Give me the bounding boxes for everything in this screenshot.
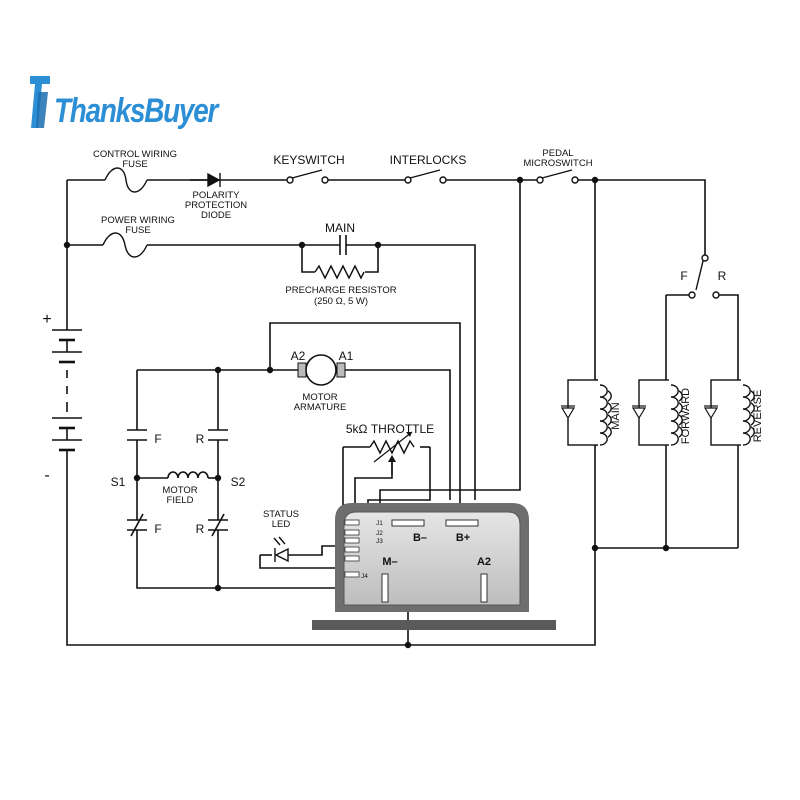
- label-r-bottom: R: [196, 522, 205, 536]
- brand-logo: ThanksBuyer: [28, 70, 253, 130]
- label-coil-main: MAIN: [610, 402, 622, 430]
- label-field-1: MOTOR: [162, 485, 197, 496]
- label-pedal-2: MICROSWITCH: [523, 158, 592, 169]
- label-led-2: LED: [272, 519, 291, 530]
- label-diode-2: PROTECTION: [185, 200, 247, 211]
- label-m-minus: M–: [382, 556, 397, 568]
- label-f-top: F: [154, 432, 161, 446]
- motor-field-coil-icon: [167, 471, 209, 479]
- label-b-minus: B–: [413, 532, 427, 544]
- label-a2-terminal: A2: [477, 556, 491, 568]
- label-s2: S2: [231, 475, 246, 489]
- label-j2: J2: [376, 530, 383, 537]
- coil-group: [560, 375, 755, 450]
- fuse-icon: [102, 167, 148, 258]
- label-j4: J4: [361, 573, 368, 580]
- diode-icon: [190, 172, 221, 188]
- label-keyswitch: KEYSWITCH: [273, 153, 344, 167]
- label-f-bottom: F: [154, 522, 161, 536]
- label-coil-forward: FORWARD: [680, 388, 692, 444]
- battery-icon: [52, 329, 82, 460]
- label-coil-reverse: REVERSE: [752, 390, 764, 443]
- throttle-potentiometer-icon: [369, 431, 415, 475]
- label-a2: A2: [291, 349, 306, 363]
- junctions: [63, 176, 670, 649]
- label-battery-plus: +: [42, 311, 51, 328]
- label-j1: J1: [376, 520, 383, 527]
- main-contactor-icon: [339, 235, 347, 255]
- logo-text: ThanksBuyer: [54, 92, 218, 130]
- label-fr-r: R: [718, 269, 727, 283]
- direction-contact-icon: [127, 429, 228, 537]
- label-interlocks: INTERLOCKS: [390, 153, 467, 167]
- resistor-icon: [314, 264, 365, 280]
- label-armature-2: ARMATURE: [294, 402, 347, 413]
- label-s1: S1: [111, 475, 126, 489]
- label-power-fuse-2: FUSE: [125, 225, 150, 236]
- label-b-plus: B+: [456, 532, 470, 544]
- switch-icon: [286, 169, 720, 299]
- label-throttle: 5kΩ THROTTLE: [346, 422, 434, 436]
- label-precharge-1: PRECHARGE RESISTOR: [285, 285, 396, 296]
- label-fr-f: F: [680, 269, 687, 283]
- label-diode-3: DIODE: [201, 210, 231, 221]
- label-a1: A1: [339, 349, 354, 363]
- label-control-fuse-2: FUSE: [122, 159, 147, 170]
- label-main-contactor: MAIN: [325, 221, 355, 235]
- label-armature-1: MOTOR: [302, 392, 337, 403]
- label-pedal-1: PEDAL: [542, 148, 573, 159]
- label-diode-1: POLARITY: [193, 190, 241, 201]
- logo-mark-icon: [28, 74, 52, 130]
- label-field-2: FIELD: [167, 495, 194, 506]
- motor-armature-icon: [297, 354, 346, 386]
- label-battery-minus: -: [44, 467, 49, 484]
- status-led-icon: [273, 536, 289, 563]
- label-precharge-2: (250 Ω, 5 W): [314, 296, 368, 307]
- label-r-top: R: [196, 432, 205, 446]
- label-control-fuse-1: CONTROL WIRING: [93, 149, 177, 160]
- motor-controller: [312, 503, 556, 630]
- label-power-fuse-1: POWER WIRING: [101, 215, 175, 226]
- label-led-1: STATUS: [263, 509, 299, 520]
- label-j3: J3: [376, 538, 383, 545]
